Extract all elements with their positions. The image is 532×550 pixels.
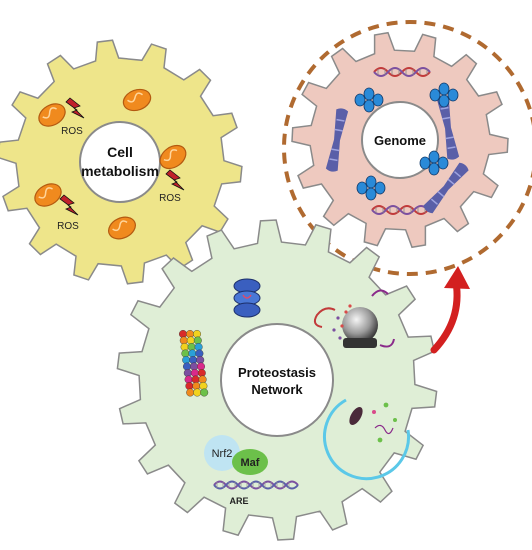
chaperone-icon xyxy=(233,278,261,318)
dna-helix-icon xyxy=(373,67,431,77)
nucleosome-icon xyxy=(354,87,384,113)
cell-metabolism-label-line2: metabolism xyxy=(81,163,159,179)
peptide-dot xyxy=(344,310,348,314)
dna-helix-icon xyxy=(213,480,299,490)
peptide-dot xyxy=(338,336,342,340)
peptide-dot xyxy=(348,304,352,308)
are-label: ARE xyxy=(229,496,248,506)
dna-helix-icon xyxy=(371,205,429,215)
ros-label: ROS xyxy=(57,221,79,232)
lightning-icon xyxy=(165,169,185,191)
mitochondrion-icon xyxy=(108,216,136,240)
proteostasis-label-line2: Network xyxy=(251,382,303,397)
mitochondrion-icon xyxy=(38,103,66,127)
lightning-icon xyxy=(65,97,85,119)
proteostasis-label-line1: Proteostasis xyxy=(238,365,316,380)
mitochondrion-icon xyxy=(34,183,62,207)
nucleosome-icon xyxy=(419,150,449,176)
red-arrow xyxy=(430,266,470,354)
peptide-dot xyxy=(336,316,340,320)
peptide-dot xyxy=(340,324,344,328)
genome-highlight-circle xyxy=(282,20,532,276)
chromosome-icon xyxy=(423,162,469,214)
nrf2-icon xyxy=(204,435,240,471)
transcription-factor-complex: Nrf2 Maf ARE xyxy=(204,435,299,506)
maf-icon xyxy=(232,449,268,475)
chromosome-icon xyxy=(325,108,349,172)
ros-label: ROS xyxy=(159,193,181,204)
lightning-icon xyxy=(59,194,79,216)
maf-label: Maf xyxy=(241,457,260,469)
genome-gear-hole xyxy=(361,101,439,179)
genome-label: Genome xyxy=(374,133,426,148)
mitochondrion-icon xyxy=(159,144,187,170)
metabolism-gear-hole xyxy=(79,121,161,203)
chromosome-icon xyxy=(436,96,460,160)
protein-aggregate-icon xyxy=(178,330,209,397)
ros-label: ROS xyxy=(61,126,83,137)
nucleosome-icon xyxy=(356,175,386,201)
autophagosome-icon xyxy=(323,398,411,481)
nucleosome-icon xyxy=(429,82,459,108)
peptide-dot xyxy=(332,328,336,332)
mitochondrion-icon xyxy=(122,88,152,112)
proteostasis-gear-hole xyxy=(220,323,334,437)
proteasome-icon xyxy=(313,289,395,348)
nrf2-label: Nrf2 xyxy=(212,448,233,460)
cell-metabolism-label-line1: Cell xyxy=(107,144,133,160)
